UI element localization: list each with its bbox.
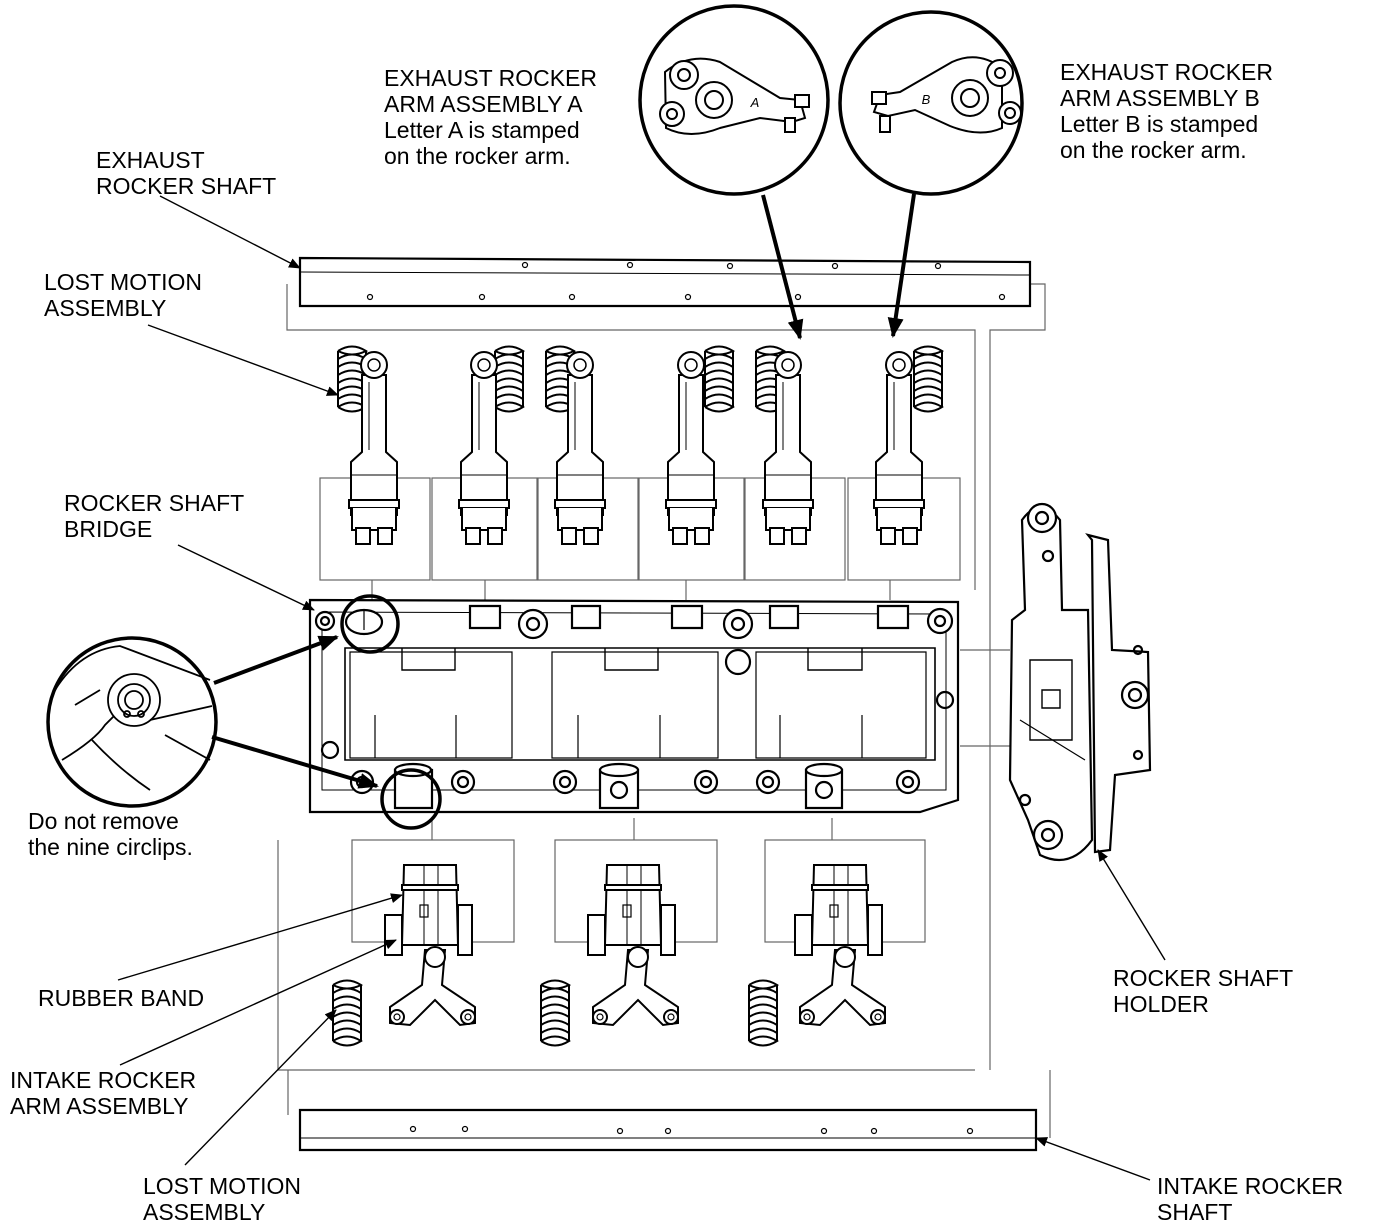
stamp-letter-a: A — [750, 95, 760, 110]
exhaust-springs — [337, 345, 943, 413]
intake-rocker-arm-assemblies — [384, 864, 886, 1026]
circlip-callouts — [340, 594, 442, 830]
circlip-detail-arrows — [211, 635, 379, 789]
label-circlip-note: Do not remove the nine circlips. — [28, 808, 193, 860]
label-lost-motion-assembly-bottom: LOST MOTION ASSEMBLY — [143, 1173, 302, 1225]
exhaust-lost-motion-assemblies — [348, 351, 925, 545]
label-exhaust-rocker-arm-b: EXHAUST ROCKER ARM ASSEMBLY B Letter B i… — [1060, 59, 1274, 163]
label-rocker-shaft-holder: ROCKER SHAFT HOLDER — [1113, 965, 1294, 1017]
label-rocker-shaft-bridge: ROCKER SHAFT BRIDGE — [64, 490, 245, 542]
exhaust-rocker-shaft-drawing — [298, 256, 1032, 308]
label-rubber-band: RUBBER BAND — [38, 985, 205, 1011]
rocker-shaft-holder-drawing — [1008, 502, 1152, 862]
stamp-letter-b: B — [922, 92, 931, 107]
label-intake-rocker-shaft: INTAKE ROCKER SHAFT — [1157, 1173, 1344, 1225]
label-intake-rocker-arm-assembly: INTAKE ROCKER ARM ASSEMBLY — [10, 1067, 197, 1119]
exhaust-arm-b-detail: B — [838, 10, 1024, 196]
circlip-detail-view — [46, 636, 218, 808]
rocker-shaft-bridge-drawing — [308, 598, 960, 814]
leader-lines — [117, 195, 1166, 1181]
label-exhaust-rocker-arm-a: EXHAUST ROCKER ARM ASSEMBLY A Letter A i… — [384, 65, 598, 169]
exhaust-arm-a-detail: A — [638, 4, 830, 196]
intake-rocker-shaft-drawing — [298, 1108, 1038, 1152]
label-lost-motion-assembly-top: LOST MOTION ASSEMBLY — [44, 269, 203, 321]
label-exhaust-rocker-shaft: EXHAUST ROCKER SHAFT — [96, 147, 277, 199]
